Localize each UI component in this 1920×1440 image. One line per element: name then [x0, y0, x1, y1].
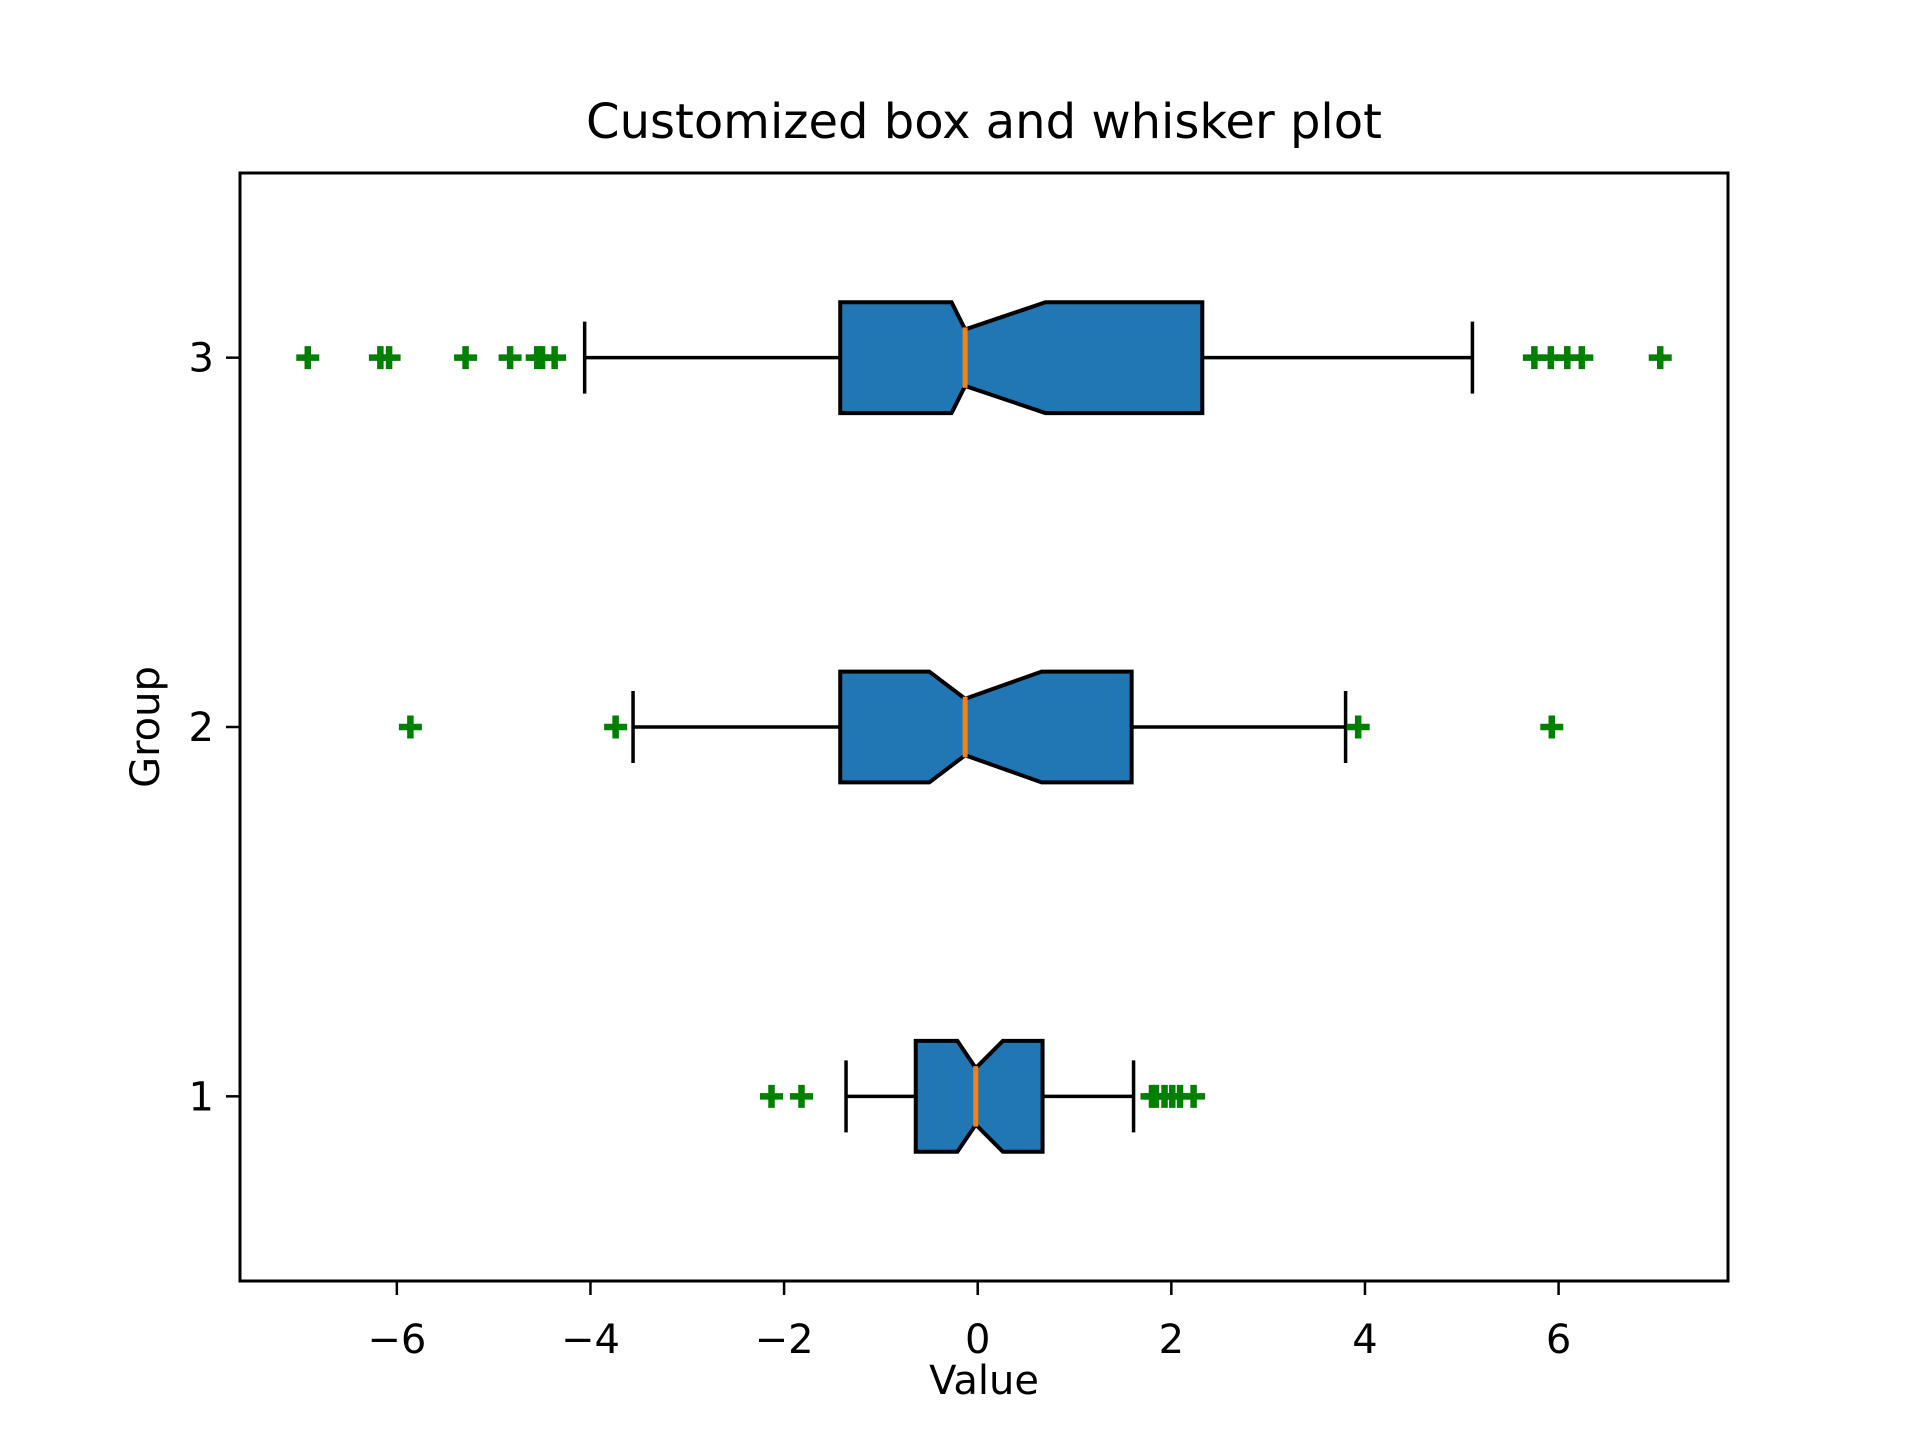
flier-marker-group-2 [604, 715, 628, 739]
y-tick-label: 3 [189, 336, 214, 382]
x-tick-label: 4 [1352, 1317, 1377, 1363]
chart-title: Customized box and whisker plot [586, 94, 1382, 150]
flier-marker-group-2 [398, 715, 422, 739]
flier-marker-group-3 [498, 346, 522, 370]
x-tick-label: −6 [367, 1317, 426, 1363]
box-group-3 [838, 300, 1205, 416]
flier-marker-group-2 [1346, 715, 1370, 739]
flier-marker-group-3 [296, 346, 320, 370]
flier-marker-group-2 [1540, 715, 1564, 739]
x-tick-label: 6 [1546, 1317, 1571, 1363]
flier-marker-group-3 [543, 346, 567, 370]
box-group-2 [838, 669, 1134, 785]
flier-marker-group-3 [377, 346, 401, 370]
flier-marker-group-3 [454, 346, 478, 370]
y-tick-label: 2 [189, 705, 214, 751]
x-axis-label: Value [929, 1358, 1039, 1404]
flier-marker-group-1 [1182, 1084, 1206, 1108]
flier-marker-group-3 [1648, 346, 1672, 370]
x-tick-label: −4 [561, 1317, 620, 1363]
flier-marker-group-1 [790, 1084, 814, 1108]
x-tick-label: 0 [965, 1317, 990, 1363]
y-tick-label: 1 [189, 1074, 214, 1120]
x-tick-label: −2 [755, 1317, 814, 1363]
x-tick-label: 2 [1159, 1317, 1184, 1363]
y-axis-label: Group [123, 666, 169, 788]
box-group-1 [913, 1038, 1045, 1154]
flier-marker-group-1 [759, 1084, 783, 1108]
flier-marker-group-3 [1570, 346, 1594, 370]
